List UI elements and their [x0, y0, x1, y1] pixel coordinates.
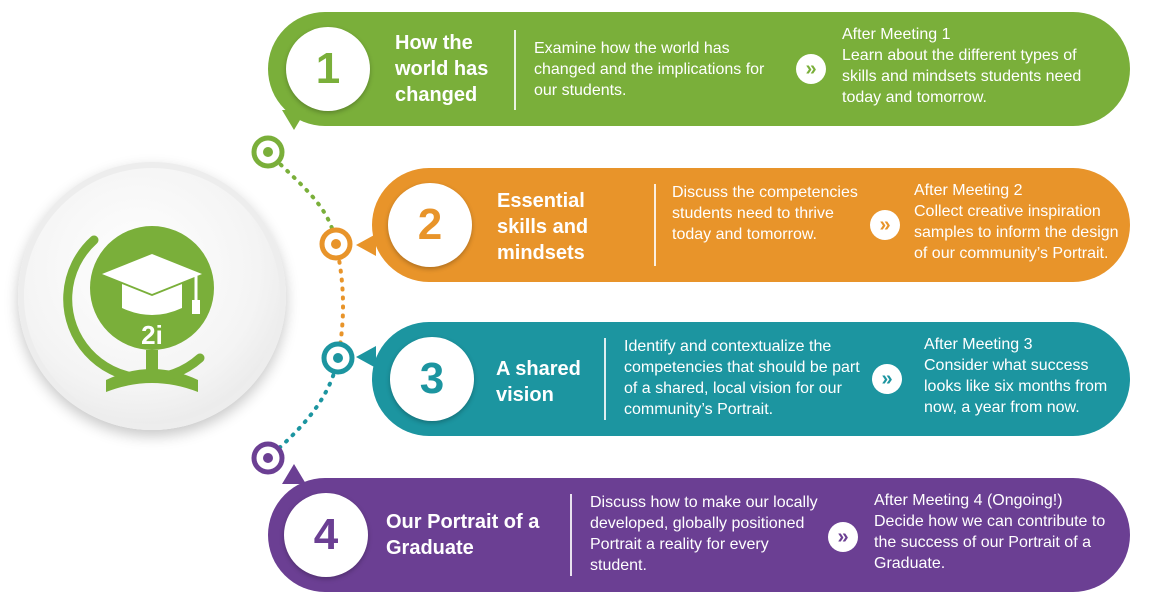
after-text-1: Learn about the different types of skill… [842, 47, 1082, 106]
node-ring-3 [321, 341, 355, 375]
chevron-right-icon: » [796, 54, 826, 84]
step-number-2: 2 [388, 183, 472, 267]
step-tail-2 [356, 234, 376, 256]
step-number-3: 3 [390, 337, 474, 421]
after-meeting-4: After Meeting 4 (Ongoing!) Decide how we… [874, 490, 1114, 574]
step-card-3: 3 A shared vision Identify and contextua… [372, 322, 1130, 436]
after-meeting-3: After Meeting 3 Consider what success lo… [924, 334, 1124, 418]
logo-text: 2i [141, 320, 163, 350]
step-divider-1 [514, 30, 516, 110]
step-divider-4 [570, 494, 572, 576]
step-title-1: How the world has changed [395, 32, 489, 106]
after-heading-4: After Meeting 4 (Ongoing!) [874, 492, 1063, 509]
step-card-1: 1 How the world has changed Examine how … [268, 12, 1130, 126]
step-card-4: 4 Our Portrait of a Graduate Discuss how… [268, 478, 1130, 592]
after-heading-1: After Meeting 1 [842, 26, 951, 43]
step-number-4: 4 [284, 493, 368, 577]
step-card-2: 2 Essential skills and mindsets Discuss … [372, 168, 1130, 282]
step-tail-1 [282, 110, 306, 130]
step-description-3: Identify and contextualize the competenc… [624, 338, 860, 418]
globe-logo: 2i [18, 162, 286, 430]
step-number-1: 1 [286, 27, 370, 111]
chevron-right-icon: » [828, 522, 858, 552]
step-title-2: Essential skills and mindsets [497, 190, 589, 264]
step-divider-2 [654, 184, 656, 266]
after-meeting-2: After Meeting 2 Collect creative inspira… [914, 180, 1124, 264]
after-meeting-1: After Meeting 1 Learn about the differen… [842, 24, 1112, 108]
after-text-2: Collect creative inspiration samples to … [914, 203, 1119, 262]
globe-icon: 2i [63, 226, 214, 392]
chevron-right-icon: » [870, 210, 900, 240]
node-ring-4 [251, 441, 285, 475]
after-text-3: Consider what success looks like six mon… [924, 357, 1108, 416]
after-heading-3: After Meeting 3 [924, 336, 1033, 353]
step-description-2: Discuss the competencies students need t… [672, 184, 858, 243]
step-tail-3 [356, 346, 376, 368]
step-divider-3 [604, 338, 606, 420]
step-tail-4 [282, 464, 306, 484]
chevron-right-icon: » [872, 364, 902, 394]
after-text-4: Decide how we can contribute to the succ… [874, 513, 1106, 572]
step-title-3: A shared vision [496, 358, 581, 406]
after-heading-2: After Meeting 2 [914, 182, 1023, 199]
step-description-4: Discuss how to make our locally develope… [590, 494, 818, 574]
node-ring-2 [319, 227, 353, 261]
step-description-1: Examine how the world has changed and th… [534, 40, 765, 99]
step-title-4: Our Portrait of a Graduate [386, 511, 540, 559]
